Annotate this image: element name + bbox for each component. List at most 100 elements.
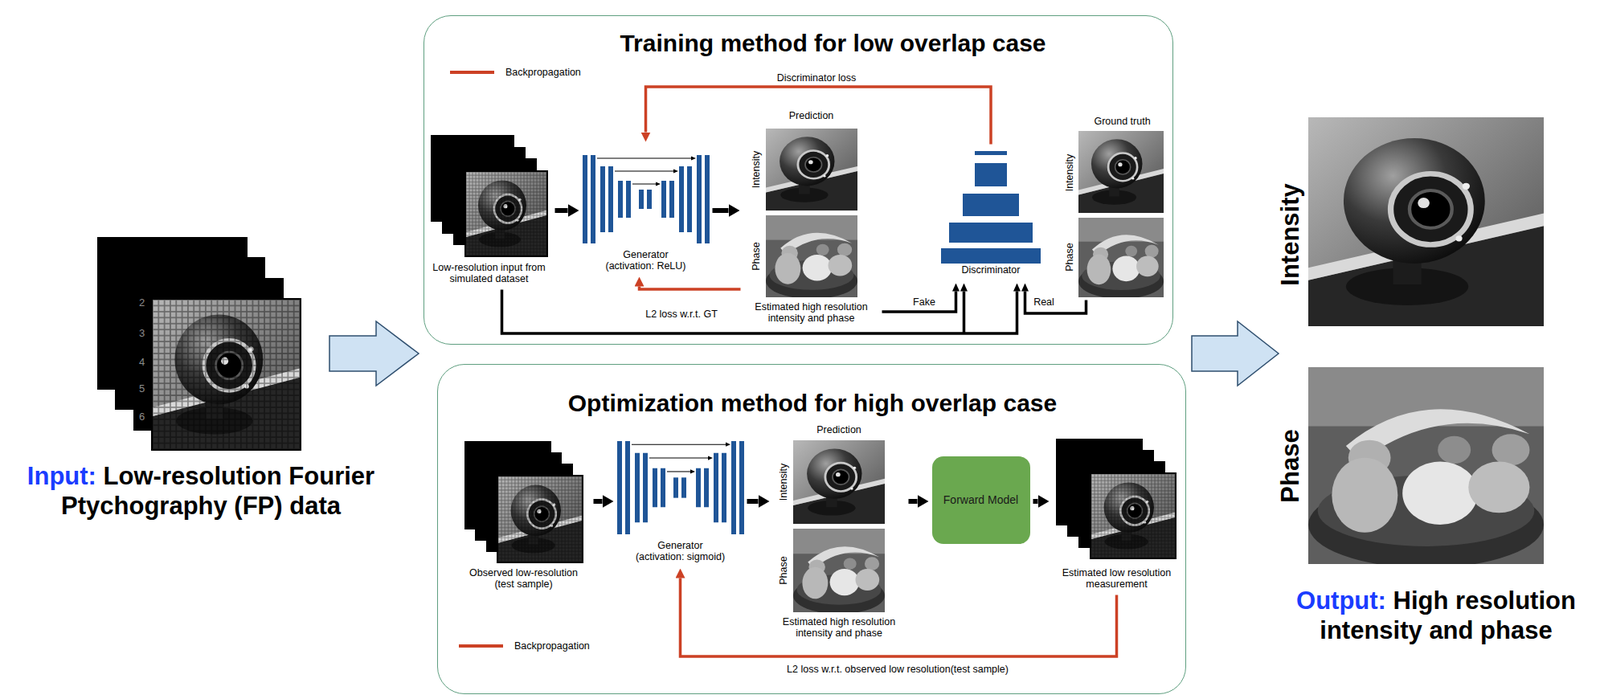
caption-block: Output:High resolution intensity and pha… [1276, 586, 1596, 646]
input-data-group: Input:Low-resolution Fourier Ptychograph… [1, 233, 401, 531]
prediction-images: PredictionIntensityPhaseEstimated high r… [773, 422, 906, 640]
generator-network: Generator (activation: ReLU) [582, 144, 710, 275]
intensity-image [765, 128, 858, 211]
connector-line [908, 499, 918, 504]
connector-line [962, 291, 966, 335]
legend-item: Backpropagation [450, 65, 582, 80]
highlight-word: Output: [1296, 586, 1387, 615]
connector-line [882, 291, 957, 313]
node-label: Estimated high resolution intensity and … [743, 301, 880, 326]
unet-generator [617, 441, 745, 535]
flow-arrow [329, 321, 419, 386]
output-images: IntensityPhaseOutput:High resolution int… [1276, 112, 1596, 651]
connector [712, 210, 729, 212]
pyramid-layer [974, 151, 1007, 156]
low-resolution-image [498, 476, 582, 562]
node-label: Generator (activation: sigmoid) [634, 540, 728, 565]
low-resolution-image [466, 171, 547, 256]
connector [646, 86, 992, 145]
panel-title: Training method for low overlap case [491, 28, 1175, 58]
connector [555, 210, 569, 212]
axis-label: Intensity [1063, 153, 1076, 192]
image-stack: Low-resolution input from simulated data… [426, 133, 553, 288]
intensity-image [793, 440, 885, 524]
edge-label: Discriminator loss [774, 72, 860, 85]
discriminator-network: Discriminator [936, 147, 1047, 282]
generator-network: Generator (activation: sigmoid) [617, 437, 745, 567]
axis-label: Intensity [1276, 183, 1306, 286]
axis-label: Phase [1063, 242, 1076, 271]
connector [908, 501, 918, 503]
low-resolution-image [152, 299, 300, 450]
connector [593, 501, 603, 503]
connector [502, 290, 1018, 335]
legend-line-sample [450, 70, 495, 74]
pyramid-layer [962, 193, 1019, 217]
axis-label: Phase [1276, 429, 1306, 503]
highlight-word: Input: [27, 462, 97, 491]
connector-line [555, 208, 569, 213]
pyramid-layer [974, 163, 1007, 187]
output-intensity-image [1308, 117, 1544, 327]
panel-title: Optimization method for high overlap cas… [437, 388, 1187, 418]
intensity-image [1078, 130, 1164, 213]
axis-label: Intensity [749, 150, 762, 189]
edge-label: L2 loss w.r.t. observed low resolution(t… [784, 663, 1011, 676]
observed-input-stack [464, 441, 584, 564]
connector-line [639, 286, 741, 291]
node-label: Low-resolution input from simulated data… [429, 261, 550, 287]
node-label: Generator (activation: ReLU) [599, 249, 693, 274]
connector [680, 578, 1118, 658]
input-image-stack [97, 237, 302, 451]
connector-line [502, 290, 1018, 335]
connector-line [747, 499, 759, 504]
flow-arrow [1191, 321, 1279, 386]
frame-number: 3 [139, 327, 145, 339]
image-stack: Estimated low resolution measurement [1052, 437, 1182, 594]
legend-line-sample [458, 644, 504, 648]
edge-label: Real [1031, 296, 1057, 309]
connectors [502, 86, 1118, 657]
connector-line [1033, 499, 1039, 504]
discriminator-pyramid [941, 151, 1041, 264]
phase-image [1078, 217, 1164, 299]
node-label: Discriminator [936, 264, 1047, 277]
node-label: Ground truth [1078, 115, 1167, 128]
image-stack: Observed low-resolution (test sample) [458, 437, 591, 594]
frame-number: 5 [139, 383, 145, 394]
frame-number: 6 [139, 411, 145, 422]
edge-label: Fake [910, 296, 938, 309]
frame-number: 2 [139, 297, 145, 308]
pyramid-layer [949, 222, 1033, 243]
image-frame [1089, 472, 1177, 560]
unet-generator [582, 155, 710, 244]
connector [747, 501, 759, 503]
connector-line [680, 578, 1118, 658]
image-frame [496, 474, 584, 564]
pyramid-layer [941, 248, 1041, 264]
ground-truth-images: Ground truthIntensityPhase [1062, 114, 1167, 299]
frame-number: 4 [139, 356, 145, 368]
legend-text: Backpropagation [505, 66, 582, 78]
axis-label: Intensity [777, 462, 790, 501]
legend-item: Backpropagation [458, 638, 590, 654]
connector [1025, 291, 1087, 315]
axis-label: Phase [749, 241, 762, 271]
estimated-measurement-stack [1055, 438, 1177, 560]
caption-block: Input:Low-resolution Fourier Ptychograph… [1, 462, 401, 521]
node-label: Prediction [743, 110, 880, 123]
legend-swatch [458, 638, 504, 654]
connector [1033, 501, 1039, 503]
connector [639, 286, 741, 291]
caption-text: Low-resolution Fourier Ptychography (FP)… [61, 462, 375, 520]
axis-label: Phase [777, 556, 790, 585]
legend-swatch [450, 65, 495, 80]
phase-image [765, 215, 858, 299]
connector-line [712, 208, 729, 213]
connector-line [593, 499, 603, 504]
legend-text: Backpropagation [514, 640, 590, 652]
box-label: Forward Model [943, 493, 1019, 508]
prediction-images: PredictionIntensityPhaseEstimated high r… [743, 108, 880, 326]
output-phase-image [1308, 367, 1544, 569]
